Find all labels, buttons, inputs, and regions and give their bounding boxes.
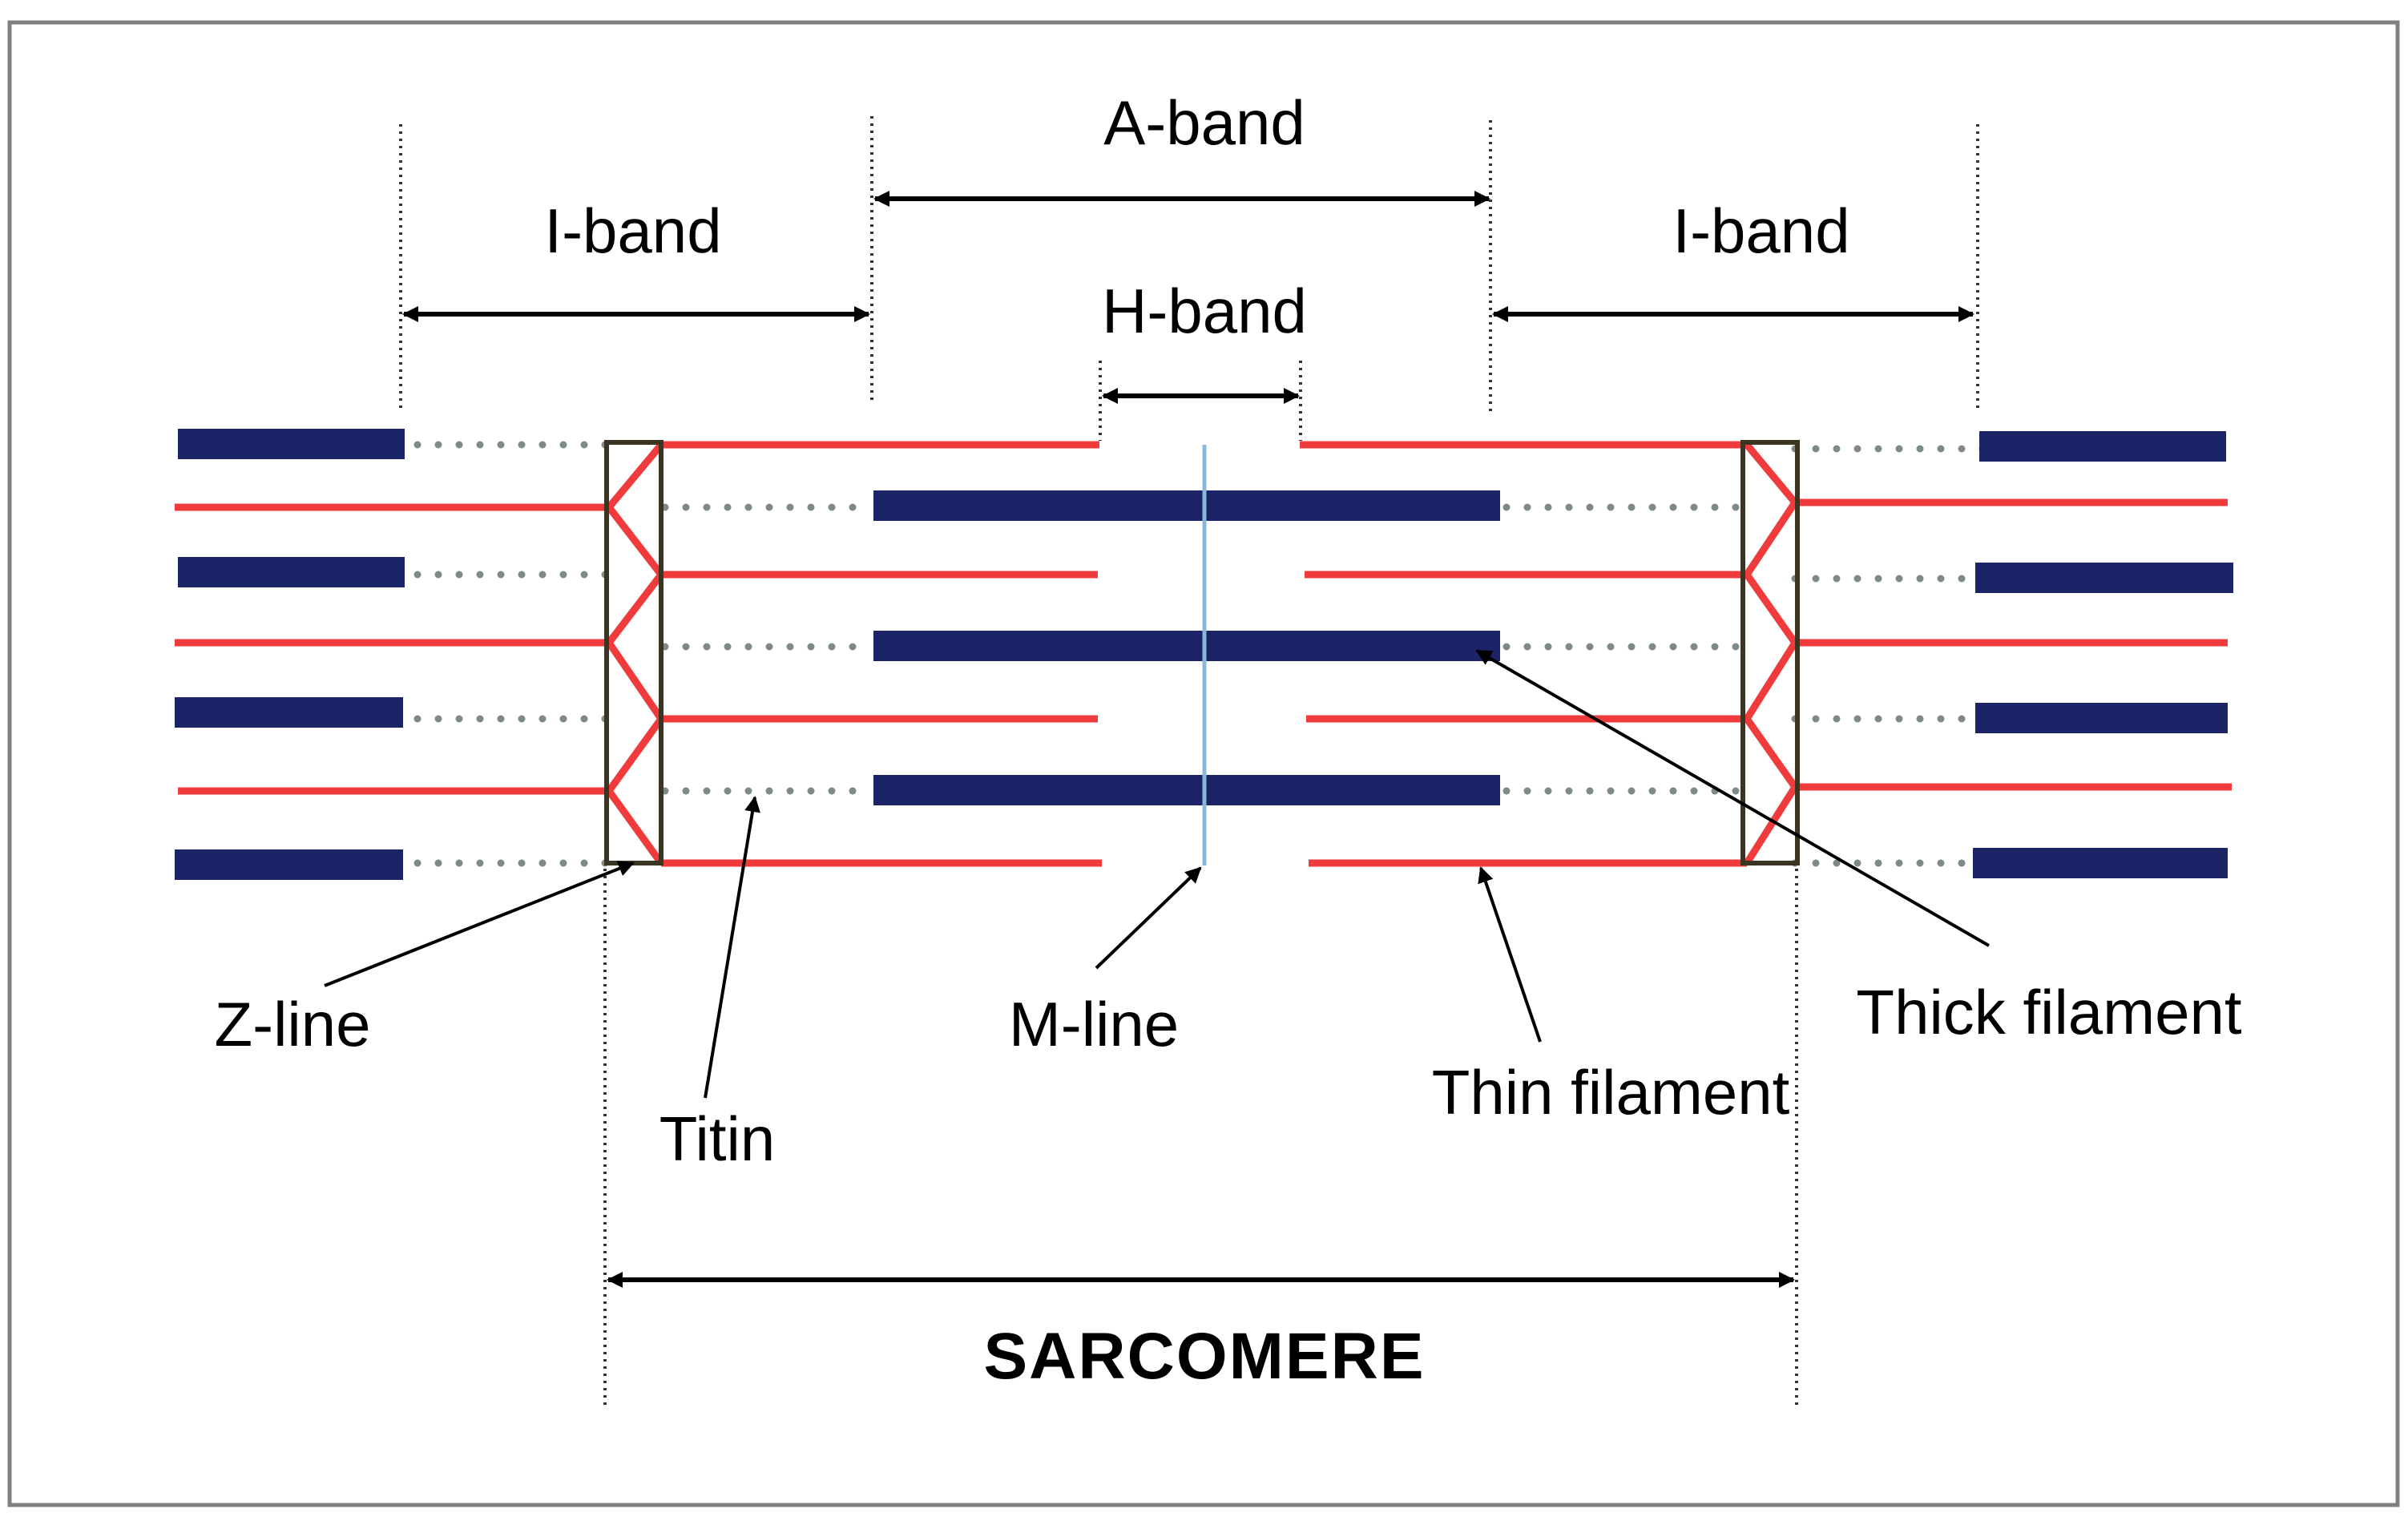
thick-filament bbox=[873, 490, 1500, 521]
m-line-pointer bbox=[1095, 866, 1202, 970]
thin-filament-pointer bbox=[1478, 866, 1542, 1043]
band-boundary-lines bbox=[399, 116, 1979, 1406]
thick-filament bbox=[178, 429, 405, 459]
dimension-arrows bbox=[402, 191, 1974, 1288]
thick-filament bbox=[1979, 431, 2226, 462]
thin-filaments bbox=[175, 441, 2232, 867]
callout-pointers bbox=[324, 649, 1990, 1099]
sarcomere-title: SARCOMERE bbox=[983, 1320, 1425, 1393]
i-band-left-label: I-band bbox=[544, 196, 721, 266]
thick-filament-label: Thick filament bbox=[1856, 977, 2241, 1047]
thick-filament bbox=[873, 775, 1500, 805]
thick-filament bbox=[1975, 563, 2233, 593]
z-disc-right bbox=[1740, 440, 1800, 865]
thick-filaments bbox=[175, 429, 2233, 880]
a-band-label: A-band bbox=[1103, 87, 1305, 158]
thin-filament-label: Thin filament bbox=[1432, 1057, 1790, 1128]
z-disc-outline bbox=[1740, 440, 1800, 865]
titin-pointer bbox=[704, 796, 760, 1099]
thick-filament bbox=[175, 849, 403, 880]
thick-filament bbox=[1973, 848, 2228, 878]
z-line-pointer bbox=[324, 861, 635, 987]
m-line-label: M-line bbox=[1009, 989, 1179, 1059]
thick-filament bbox=[178, 557, 405, 587]
thick-filament bbox=[873, 631, 1500, 661]
thick-filament bbox=[175, 697, 403, 728]
z-line-label: Z-line bbox=[214, 989, 370, 1059]
titin-label: Titin bbox=[659, 1103, 775, 1174]
thick-filament-pointer bbox=[1475, 649, 1990, 947]
titin-strands bbox=[393, 441, 1991, 867]
h-band-label: H-band bbox=[1102, 276, 1307, 346]
thick-filament bbox=[1975, 703, 2228, 733]
i-band-right-label: I-band bbox=[1672, 196, 1849, 266]
